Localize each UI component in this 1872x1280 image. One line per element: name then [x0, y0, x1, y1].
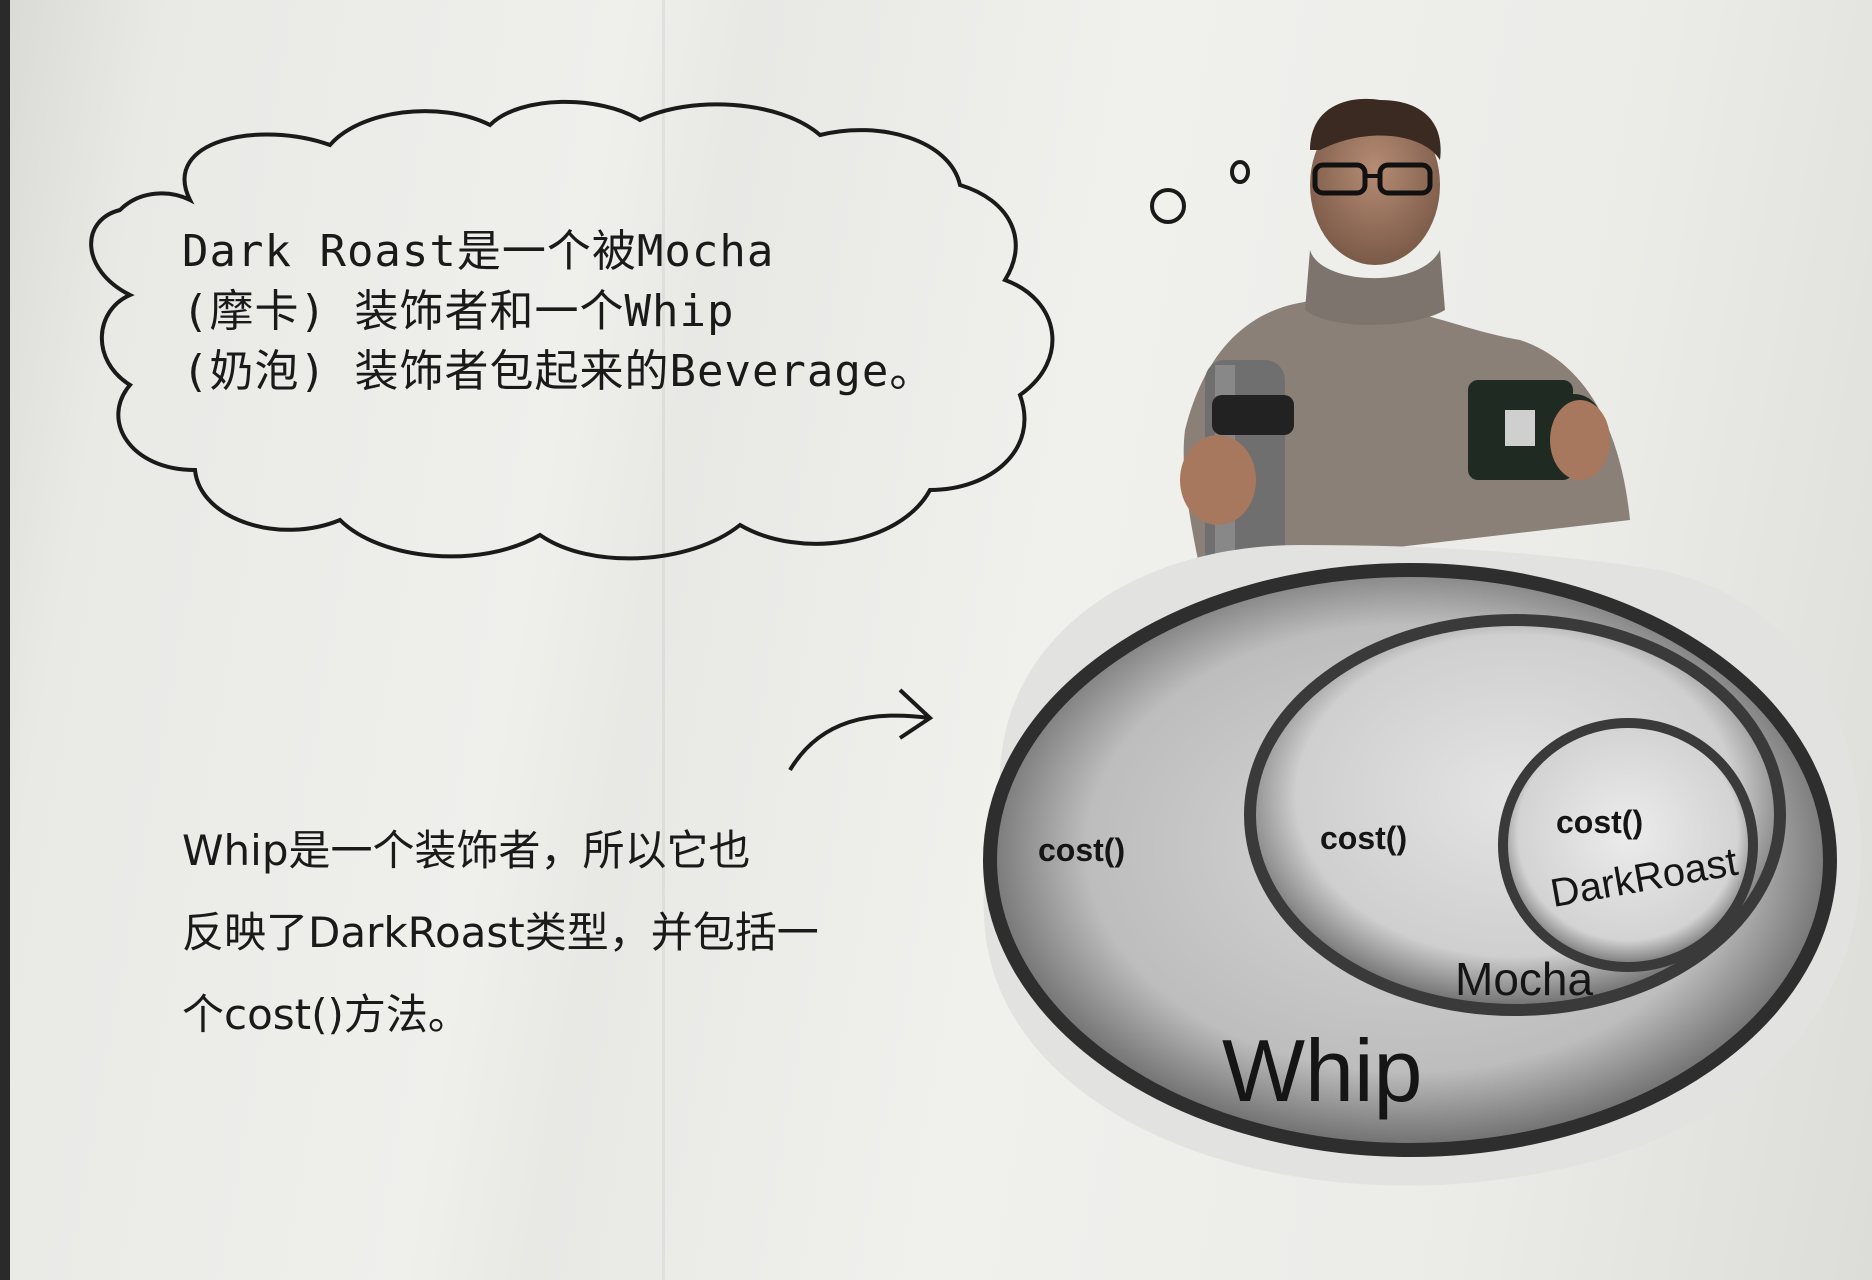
speech-line-1: Dark Roast是一个被Mocha — [182, 226, 775, 277]
page-fold — [662, 0, 665, 1280]
mocha-cost-label: cost() — [1320, 820, 1408, 856]
speech-bubble-outline — [89, 99, 1055, 561]
speech-line-2: (摩卡) 装饰者和一个Whip — [182, 286, 735, 337]
caption-text: Whip是一个装饰者，所以它也 反映了DarkRoast类型，并包括一 个cos… — [182, 810, 902, 1056]
whip-cost-label: cost() — [1038, 832, 1126, 868]
darkroast-cost-label: cost() — [1556, 804, 1644, 840]
speech-line-3: (奶泡) 装饰者包起来的Beverage。 — [182, 346, 935, 397]
binder-edge — [0, 0, 10, 1280]
caption-line-1: Whip是一个装饰者，所以它也 — [182, 826, 751, 875]
person-photo — [1180, 98, 1630, 570]
pointer-arrow — [788, 688, 934, 772]
speech-bubble-text: Dark Roast是一个被Mocha (摩卡) 装饰者和一个Whip (奶泡)… — [182, 222, 942, 402]
darkroast-layer-ellipse — [1498, 718, 1758, 972]
thought-dot-small — [1230, 160, 1250, 184]
caption-line-2: 反映了DarkRoast类型，并包括一 — [182, 908, 819, 957]
caption-line-3: 个cost()方法。 — [182, 990, 470, 1039]
mocha-label: Mocha — [1455, 953, 1594, 1005]
whip-label: Whip — [1222, 1021, 1423, 1120]
thought-dot-large — [1150, 188, 1186, 224]
